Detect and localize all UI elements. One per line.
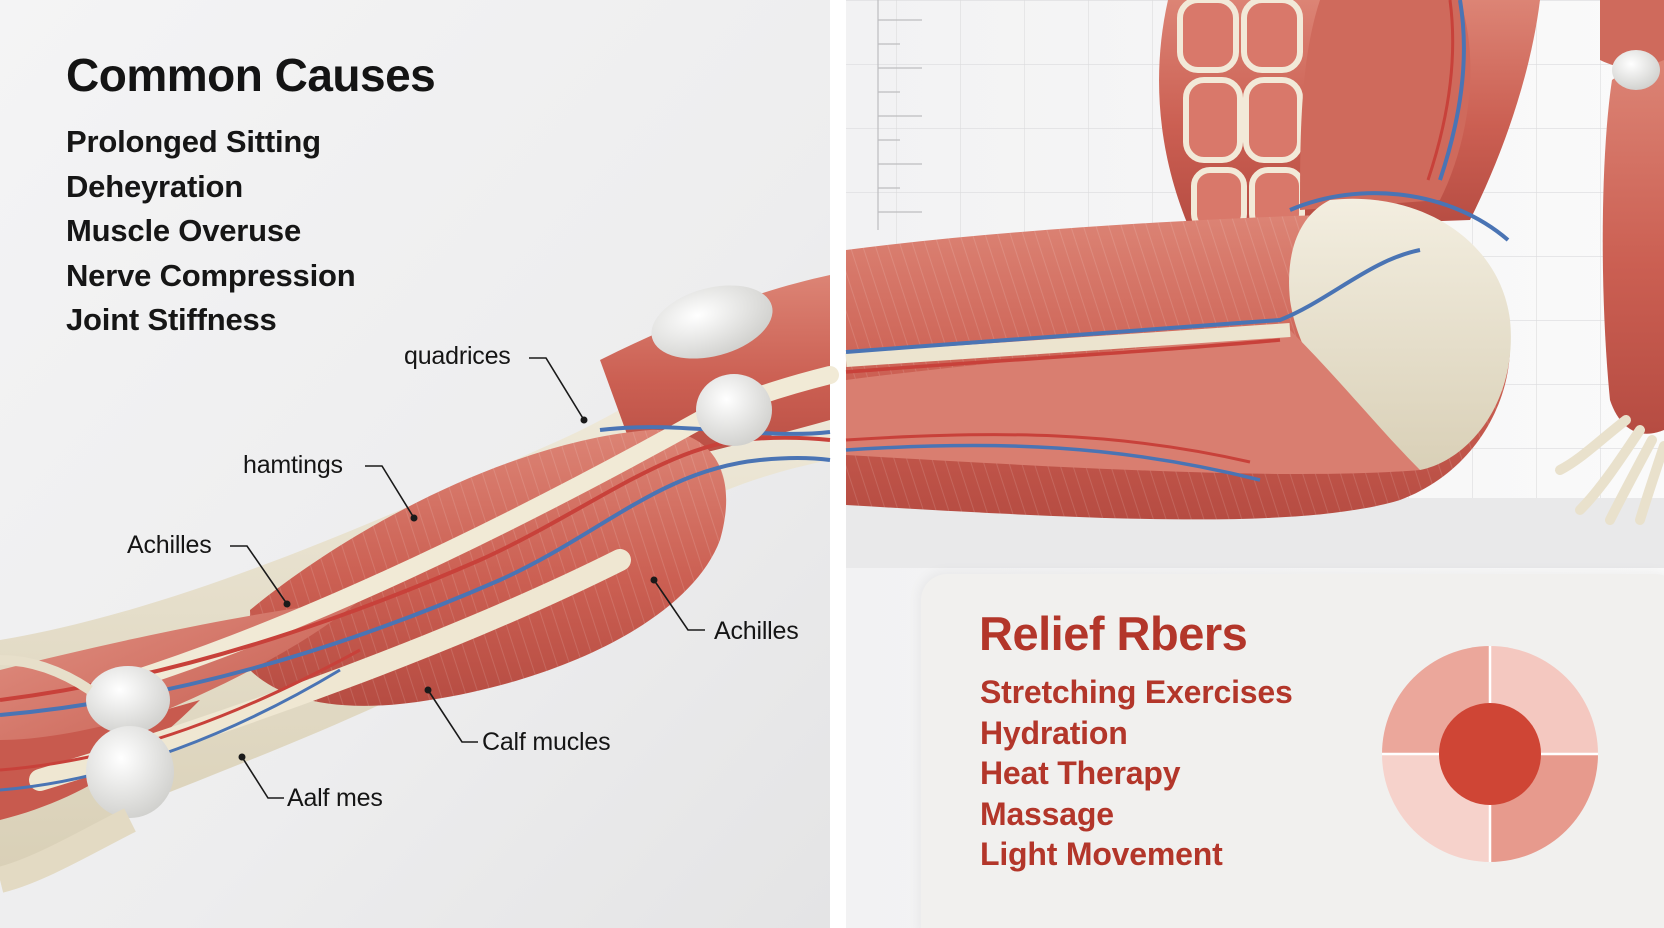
- label-achilles-left: Achilles: [127, 531, 212, 559]
- causes-title: Common Causes: [66, 49, 436, 101]
- relief-item: Massage: [980, 795, 1114, 832]
- cause-item: Deheyration: [66, 168, 243, 204]
- cause-item: Muscle Overuse: [66, 213, 301, 248]
- cause-item: Prolonged Sitting: [66, 124, 321, 159]
- label-hamtings: hamtings: [243, 451, 343, 479]
- label-achilles-right: Achilles: [714, 617, 799, 645]
- relief-item: Stretching Exercises: [980, 674, 1293, 710]
- label-aalf-mes: Aalf mes: [287, 784, 383, 812]
- target-icon: [1382, 646, 1598, 862]
- relief-title: Relief Rbers: [979, 607, 1248, 660]
- relief-item: Hydration: [980, 714, 1128, 751]
- label-quadrices: quadrices: [404, 342, 511, 370]
- causes-list: Prolonged Sitting Deheyration Muscle Ove…: [66, 120, 356, 343]
- label-calf-mucles: Calf mucles: [482, 728, 611, 756]
- relief-item: Heat Therapy: [980, 755, 1181, 791]
- cause-item: Joint Stiffness: [66, 302, 277, 337]
- relief-list: Stretching Exercises Hydration Heat Ther…: [980, 672, 1293, 875]
- cause-item: Nerve Compression: [66, 257, 356, 293]
- relief-item: Light Movement: [980, 836, 1223, 872]
